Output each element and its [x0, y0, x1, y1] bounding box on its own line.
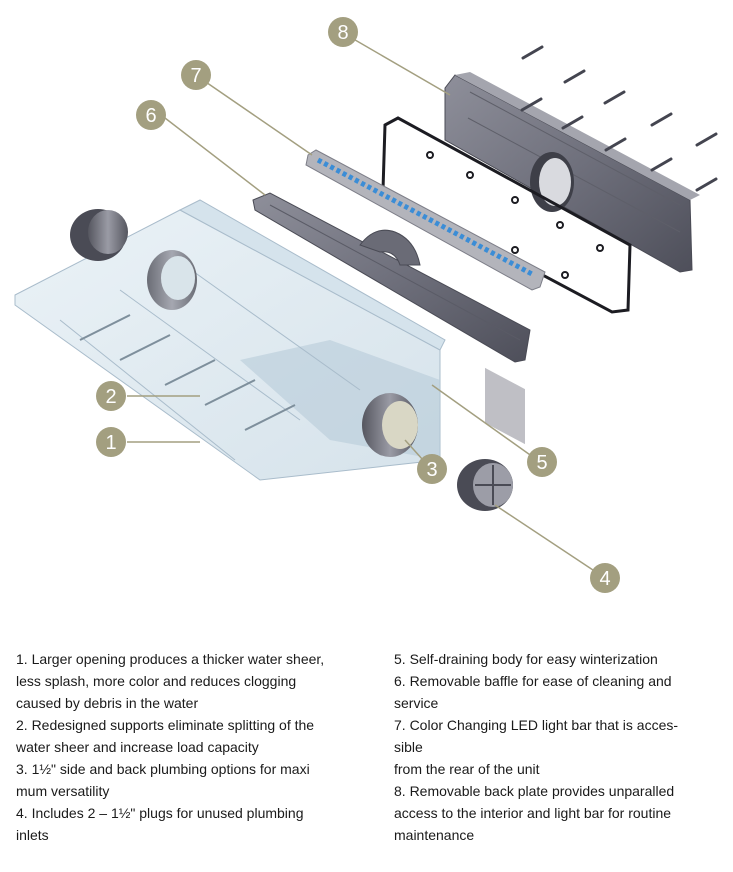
- led-light-bar: [305, 149, 546, 291]
- screws: [520, 45, 718, 192]
- caption-8-line-3: maintenance: [394, 827, 475, 843]
- plug-cap: [457, 459, 513, 511]
- callout-4: 4: [590, 563, 620, 593]
- callout-2: 2: [96, 381, 126, 411]
- caption-4: 4. Includes 2 – 1½" plugs for unused plu…: [16, 802, 376, 846]
- caption-1: 1. Larger opening produces a thicker wat…: [16, 648, 376, 714]
- caption-2-line-1: 2. Redesigned supports eliminate splitti…: [16, 717, 315, 733]
- caption-8-line-1: 8. Removable back plate provides unparal…: [394, 783, 675, 799]
- caption-1-line-3: caused by debris in the water: [16, 695, 199, 711]
- callout-2-label: 2: [105, 386, 116, 408]
- callout-7: 7: [181, 60, 211, 90]
- captions-right: 5. Self-draining body for easy winteriza…: [394, 648, 724, 846]
- exploded-diagram: 1 2 3 4 5 6 7 8: [14, 17, 718, 593]
- caption-5-line-1: 5. Self-draining body for easy winteriza…: [394, 651, 658, 667]
- callout-5-label: 5: [536, 452, 547, 474]
- callout-3-label: 3: [426, 459, 437, 481]
- caption-3-line-1: 3. 1½" side and back plumbing options fo…: [16, 761, 310, 777]
- callout-7-label: 7: [190, 65, 201, 87]
- callout-6-label: 6: [145, 105, 156, 127]
- caption-6-line-2: service: [394, 695, 439, 711]
- caption-8: 8. Removable back plate provides unparal…: [394, 780, 724, 846]
- caption-8-line-2: access to the interior and light bar for…: [394, 805, 672, 821]
- callout-8-label: 8: [337, 22, 348, 44]
- callout-3: 3: [417, 454, 447, 484]
- plug-top: [70, 209, 128, 261]
- back-plate: [444, 72, 700, 445]
- caption-1-line-1: 1. Larger opening produces a thicker wat…: [16, 651, 325, 667]
- fitting-ring: [362, 393, 418, 457]
- caption-3-line-2: mum versatility: [16, 783, 110, 799]
- caption-2: 2. Redesigned supports eliminate splitti…: [16, 714, 376, 758]
- caption-4-line-2: inlets: [16, 827, 49, 843]
- caption-2-line-2: water sheer and increase load capacity: [16, 739, 259, 755]
- caption-1-line-2: less splash, more color and reduces clog…: [16, 673, 297, 689]
- callout-5: 5: [527, 447, 557, 477]
- caption-7-line-1: 7. Color Changing LED light bar that is …: [394, 717, 679, 733]
- callout-6: 6: [136, 100, 166, 130]
- callout-1-label: 1: [105, 432, 116, 454]
- caption-7-line-3: from the rear of the unit: [394, 761, 540, 777]
- caption-3: 3. 1½" side and back plumbing options fo…: [16, 758, 376, 802]
- callout-4-label: 4: [599, 568, 610, 590]
- caption-6: 6. Removable baffle for ease of cleaning…: [394, 670, 724, 714]
- caption-6-line-1: 6. Removable baffle for ease of cleaning…: [394, 673, 672, 689]
- caption-4-line-1: 4. Includes 2 – 1½" plugs for unused plu…: [16, 805, 304, 821]
- callout-1: 1: [96, 427, 126, 457]
- leader-lines: [127, 36, 606, 579]
- caption-5: 5. Self-draining body for easy winteriza…: [394, 648, 724, 670]
- caption-7-line-2: sible: [394, 739, 423, 755]
- baffle: [252, 192, 531, 363]
- captions-left: 1. Larger opening produces a thicker wat…: [16, 648, 376, 846]
- callout-8: 8: [328, 17, 358, 47]
- caption-7: 7. Color Changing LED light bar that is …: [394, 714, 724, 780]
